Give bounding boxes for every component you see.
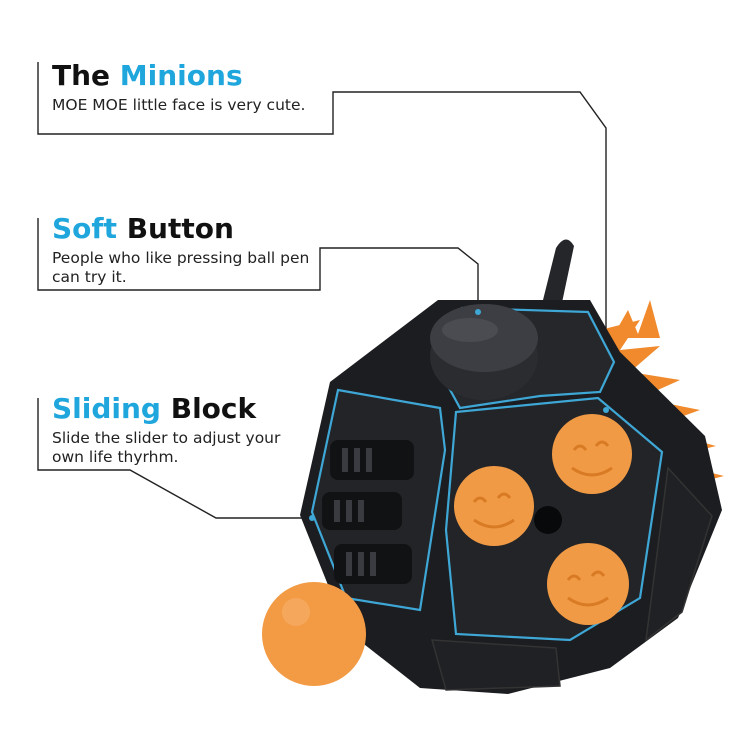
- connector-dots: [309, 309, 609, 521]
- callout-description: MOE MOE little face is very cute.: [52, 96, 306, 114]
- minion-balls: [454, 414, 632, 625]
- heading-dark-text: Block: [170, 392, 257, 425]
- strap-icon: [540, 239, 574, 312]
- callout-minions: The Minions MOE MOE little face is very …: [52, 60, 305, 115]
- callout-description: People who like pressing ball pen can tr…: [52, 249, 310, 286]
- callout-description: Slide the slider to adjust your own life…: [52, 429, 281, 466]
- leader-lines: [37, 62, 607, 519]
- heading-accent-text: Minions: [119, 59, 243, 92]
- orange-ball-icon: [547, 543, 629, 625]
- slider-block-icon: [322, 440, 414, 584]
- callout-sliding-block: Sliding Block Slide the slider to adjust…: [52, 393, 317, 467]
- callout-soft-button: Soft Button People who like pressing bal…: [52, 213, 312, 287]
- leader-line-soft-button: [37, 218, 479, 310]
- orange-ball-icon: [454, 466, 534, 546]
- orange-ball-icon: [552, 414, 632, 494]
- loose-ball-icon: [262, 582, 366, 686]
- center-hole: [534, 506, 562, 534]
- callout-heading: The Minions: [52, 60, 305, 92]
- heading-accent-text: Sliding: [52, 392, 161, 425]
- heading-dark-text: The: [52, 59, 111, 92]
- soft-button-icon: [430, 304, 538, 400]
- heading-accent-text: Soft: [52, 212, 117, 245]
- leader-line-sliding-block: [37, 398, 312, 519]
- callout-heading: Soft Button: [52, 213, 312, 245]
- leader-line-minions: [37, 62, 607, 410]
- heading-dark-text: Button: [126, 212, 234, 245]
- callout-heading: Sliding Block: [52, 393, 317, 425]
